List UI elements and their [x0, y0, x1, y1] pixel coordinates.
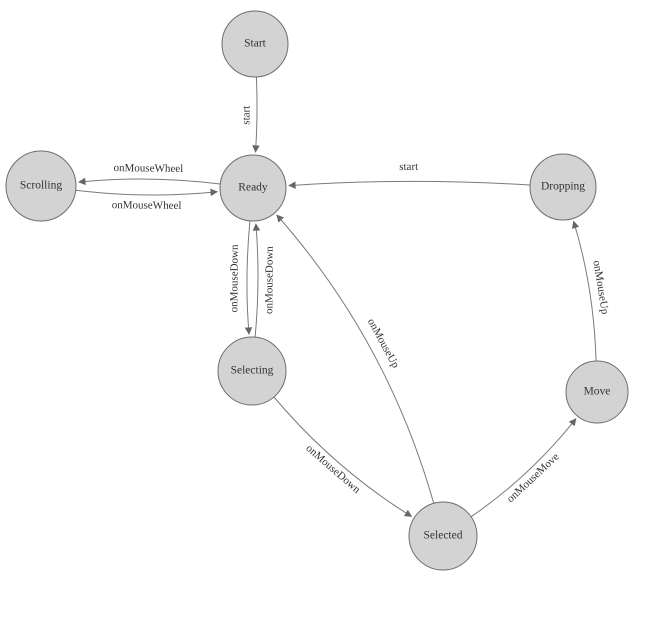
transition-label-dropping-ready: start [399, 161, 418, 173]
transition-label-start-ready: start [240, 106, 252, 125]
state-node-ready[interactable]: Ready [219, 154, 287, 222]
state-node-move[interactable]: Move [565, 360, 629, 424]
transition-label-selected-ready: onMouseUp [365, 317, 402, 371]
state-node-selecting[interactable]: Selecting [217, 336, 287, 406]
state-node-selected[interactable]: Selected [408, 501, 478, 571]
transition-label-ready-scrolling: onMouseWheel [113, 162, 183, 175]
transition-label-selecting-ready: onMouseDown [263, 246, 275, 314]
state-node-scrolling[interactable]: Scrolling [5, 150, 77, 222]
transition-label-selecting-selected: onMouseDown [303, 442, 362, 496]
transition-edge-scrolling-ready [75, 188, 218, 197]
transition-label-scrolling-ready: onMouseWheel [112, 199, 182, 212]
state-node-dropping[interactable]: Dropping [529, 153, 597, 221]
state-circle-move[interactable] [565, 360, 629, 424]
transition-label-ready-selecting: onMouseDown [228, 244, 241, 312]
transition-edge-ready-selecting [244, 220, 253, 335]
state-circle-ready[interactable] [219, 154, 287, 222]
state-node-start[interactable]: Start [221, 10, 289, 78]
transition-label-move-dropping: onMouseUp [590, 260, 611, 316]
transition-label-selected-move: onMouseMove [505, 451, 562, 505]
state-circle-scrolling[interactable] [5, 150, 77, 222]
state-circle-selecting[interactable] [217, 336, 287, 406]
transition-edge-selecting-ready [252, 223, 261, 338]
state-circle-selected[interactable] [408, 501, 478, 571]
transition-edge-start-ready [252, 76, 260, 153]
transition-edge-dropping-ready [288, 180, 531, 189]
state-circle-start[interactable] [221, 10, 289, 78]
transition-edge-move-dropping [571, 220, 597, 362]
state-circle-dropping[interactable] [529, 153, 597, 221]
transition-edge-selected-move [470, 418, 577, 518]
transition-edge-selected-ready [276, 214, 435, 504]
transition-edge-ready-scrolling [78, 177, 221, 186]
transition-edge-selecting-selected [273, 396, 413, 517]
